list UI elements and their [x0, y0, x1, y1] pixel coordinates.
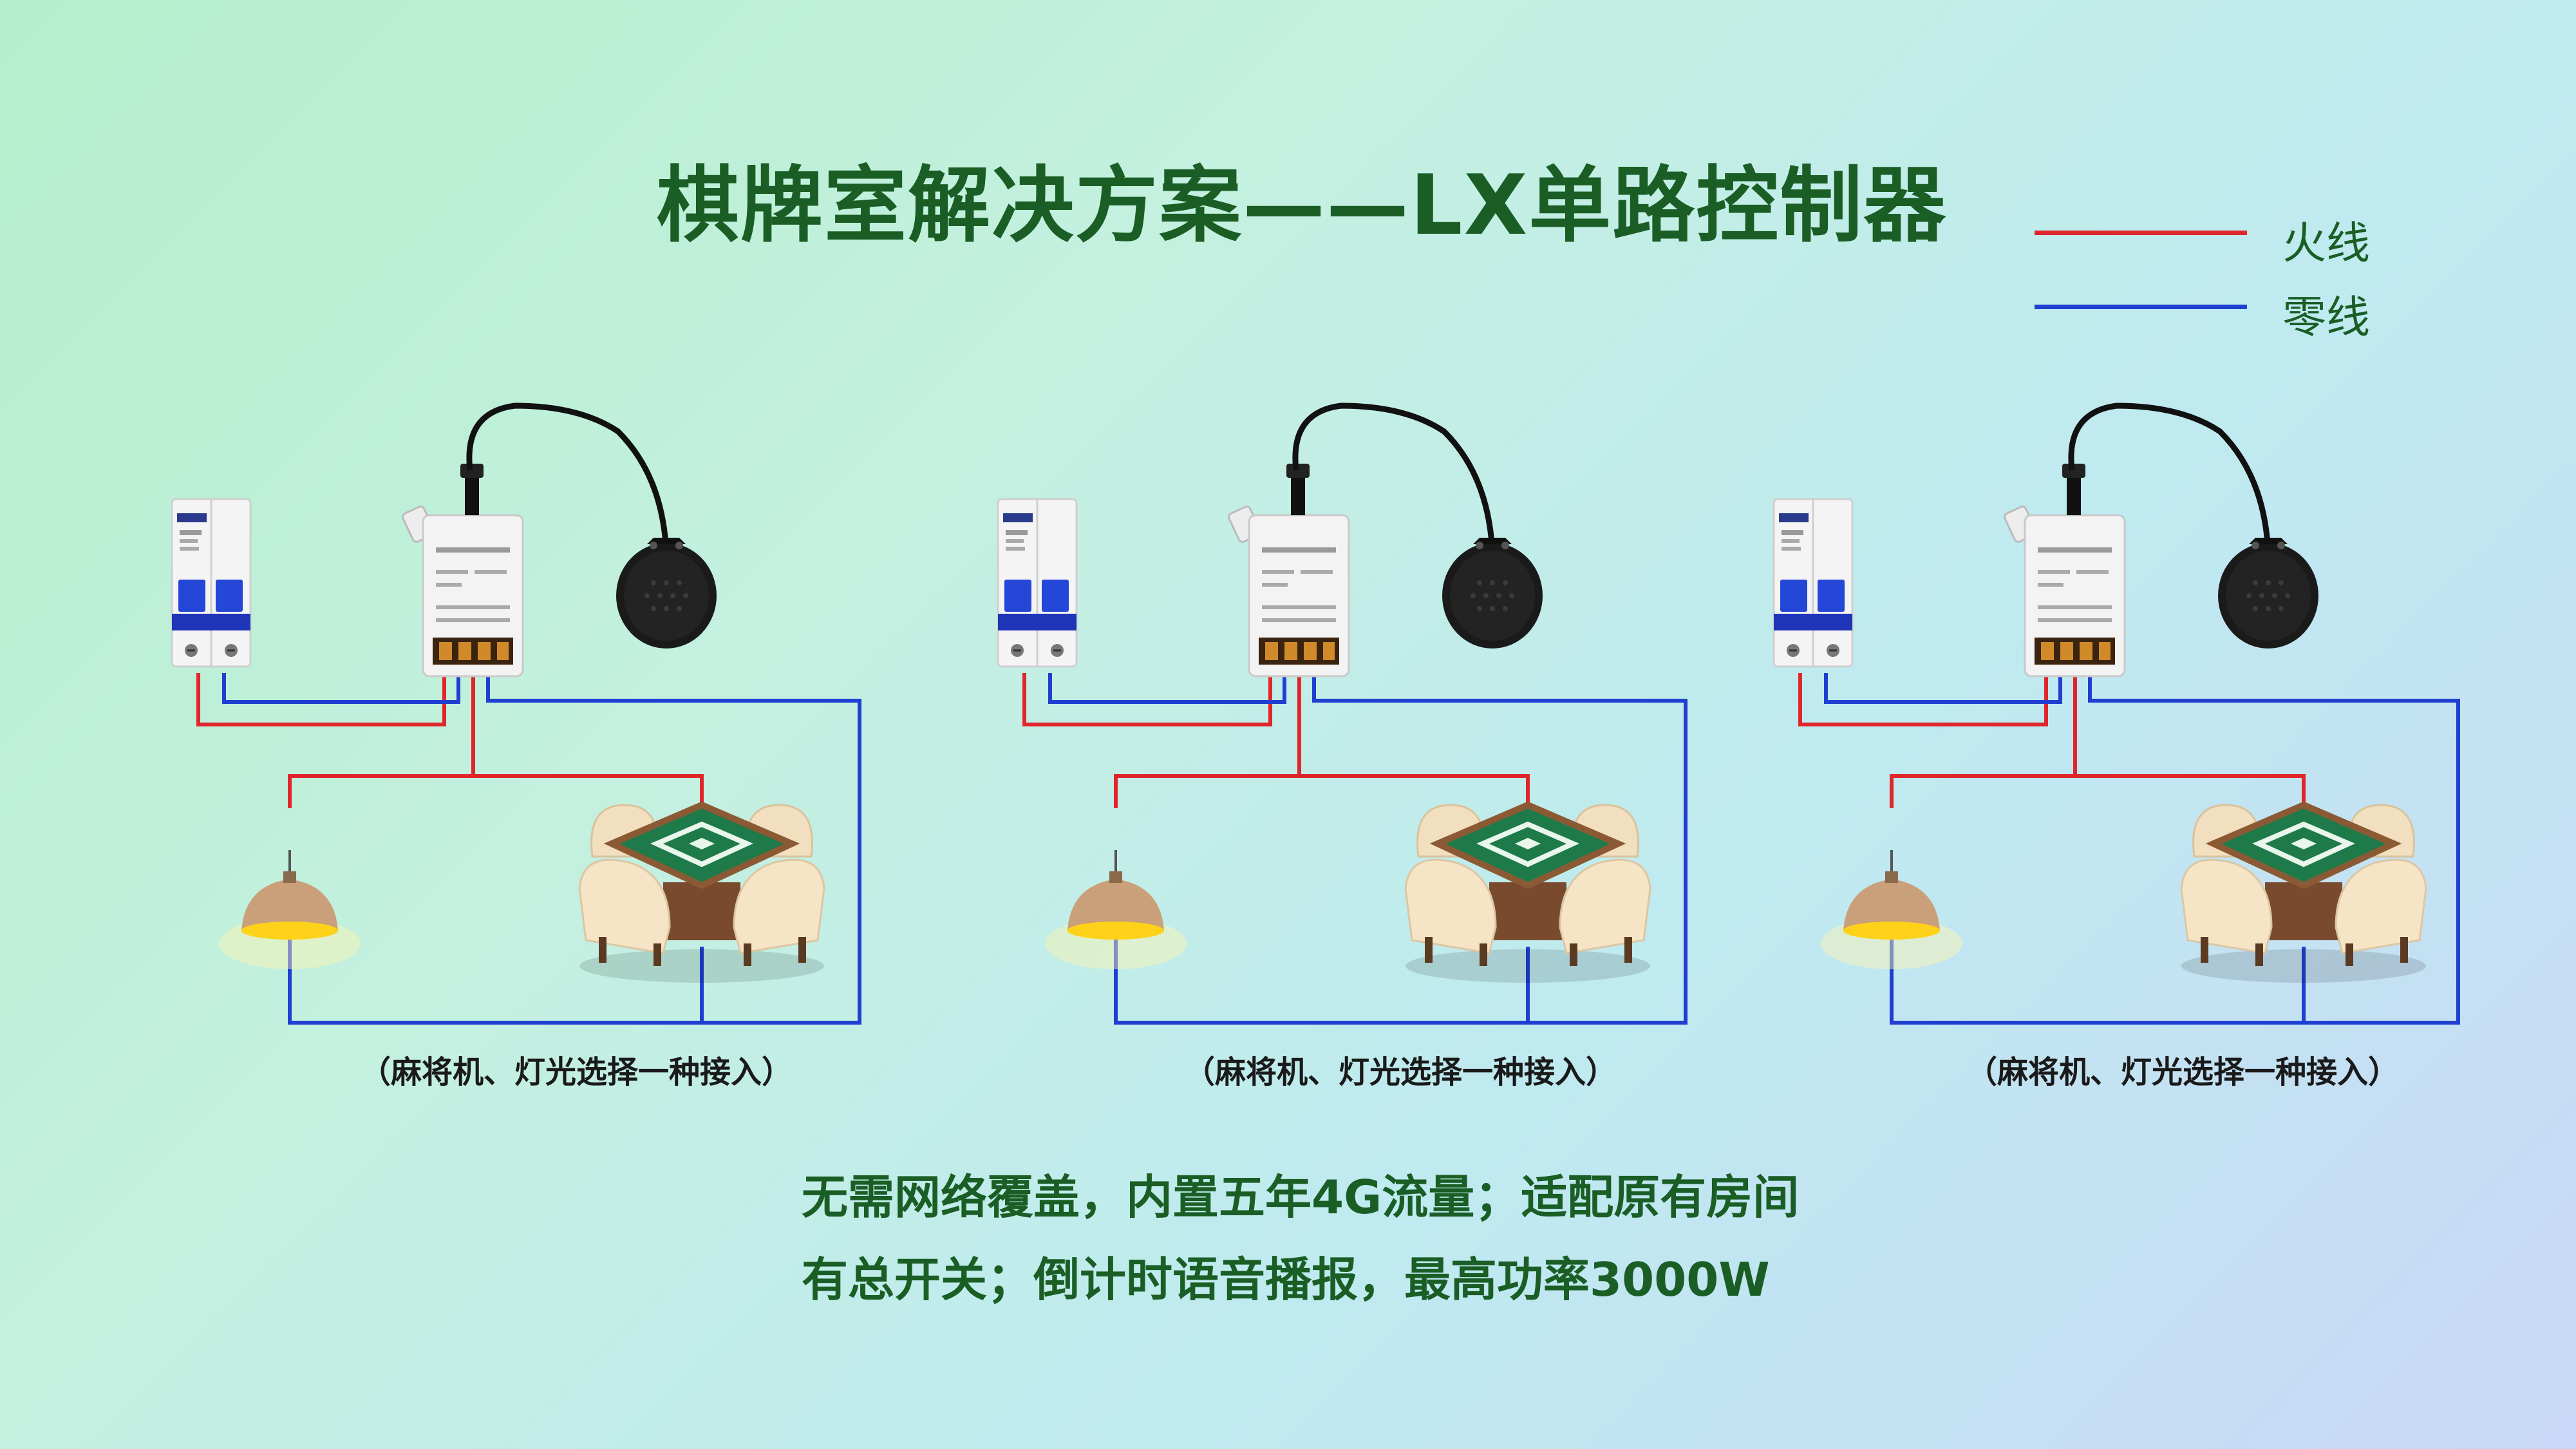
speaker-cable	[466, 402, 670, 554]
speaker-icon	[2218, 538, 2318, 649]
legend-item-live: 火线	[2028, 206, 2414, 269]
speaker-icon	[616, 538, 717, 649]
wiring-unit-3	[1772, 402, 2460, 1025]
unit-2-note: （麻将机、灯光选择一种接入）	[1183, 1054, 1617, 1090]
controller-icon	[2002, 462, 2126, 677]
wiring-unit-1	[171, 402, 861, 1025]
unit-1-note: （麻将机、灯光选择一种接入）	[359, 1054, 793, 1090]
mahjong-table-icon	[1406, 805, 1650, 983]
feature-line-2: 有总开关；倒计时语音播报，最高功率3000W	[802, 1253, 1770, 1307]
speaker-cable	[2068, 402, 2271, 554]
live-wire-swatch	[2035, 231, 2247, 235]
speaker-cable	[1292, 402, 1496, 554]
mahjong-table-icon	[579, 805, 824, 983]
feature-line-1: 无需网络覆盖，内置五年4G流量；适配原有房间	[802, 1170, 1800, 1224]
legend-label-live: 火线	[2282, 218, 2371, 269]
page-title: 棋牌室解决方案——LX单路控制器	[657, 158, 1948, 254]
circuit-breaker-icon	[171, 498, 252, 668]
legend-item-neutral: 零线	[2028, 280, 2414, 343]
wiring-unit-2	[997, 402, 1688, 1025]
mahjong-table-icon	[2181, 805, 2426, 983]
circuit-breaker-icon	[1772, 498, 1854, 668]
legend-label-neutral: 零线	[2282, 292, 2371, 343]
pendant-lamp-icon	[218, 849, 362, 971]
circuit-breaker-icon	[997, 498, 1078, 668]
controller-icon	[1227, 462, 1350, 677]
speaker-icon	[1442, 538, 1543, 649]
pendant-lamp-icon	[1819, 849, 1964, 971]
neutral-wire-swatch	[2035, 305, 2247, 309]
legend: 火线 零线	[2028, 206, 2414, 348]
controller-icon	[400, 462, 524, 677]
unit-3-note: （麻将机、灯光选择一种接入）	[1966, 1054, 2399, 1090]
pendant-lamp-icon	[1044, 849, 1188, 971]
